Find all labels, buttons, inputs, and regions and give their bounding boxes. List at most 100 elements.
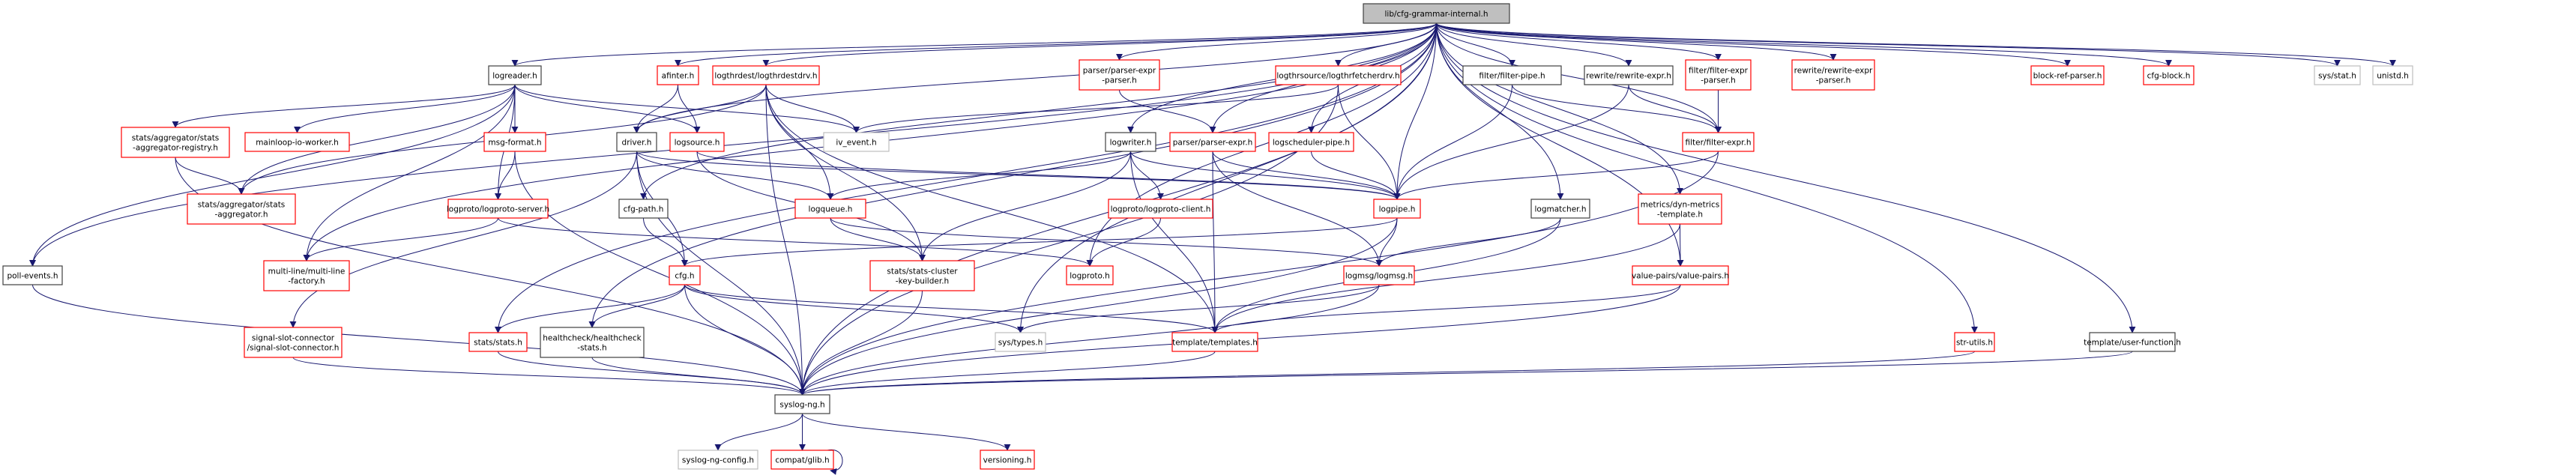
edge-logreader-to-mainloopioworker: [294, 84, 516, 133]
node-logschedulerpipe[interactable]: logscheduler-pipe.h: [1268, 132, 1354, 152]
node-sysstat[interactable]: sys/stat.h: [2314, 65, 2361, 85]
node-root[interactable]: lib/cfg-grammar-internal.h: [1363, 3, 1510, 24]
node-logpipe[interactable]: logpipe.h: [1373, 199, 1421, 219]
node-dynmetrics[interactable]: metrics/dyn-metrics-template.h: [1638, 193, 1722, 225]
edge-dynmetrics-to-valuepairs: [1677, 223, 1684, 267]
edge-dynmetrics-to-templates: [1211, 223, 1680, 333]
node-box: [1791, 59, 1875, 91]
edge-afinter-to-logsource: [678, 84, 701, 133]
node-blockrefparser[interactable]: block-ref-parser.h: [2030, 65, 2105, 85]
edge-cfg-to-healthcheck: [588, 284, 685, 328]
node-label: filter/filter-pipe.h: [1479, 72, 1545, 81]
edge-root-to-logproto: [1086, 22, 1437, 267]
node-pollevents[interactable]: poll-events.h: [2, 265, 63, 285]
edge-root-to-logmatcher: [1436, 22, 1564, 200]
node-signalslot[interactable]: signal-slot-connector/signal-slot-connec…: [244, 327, 343, 358]
node-logproto[interactable]: logproto.h: [1066, 265, 1114, 285]
node-box: [1108, 199, 1213, 219]
node-box: [1682, 132, 1755, 152]
node-ivevent[interactable]: iv_event.h: [823, 132, 890, 152]
node-label: compat/glib.h: [775, 456, 829, 465]
node-box: [1169, 132, 1256, 152]
node-valuepairs[interactable]: value-pairs/value-pairs.h: [1632, 265, 1729, 285]
node-systypes[interactable]: sys/types.h: [995, 332, 1046, 352]
node-label: block-ref-parser.h: [2033, 72, 2102, 81]
edge-logwriter-to-logpipe: [1130, 151, 1401, 200]
node-filterexprparser[interactable]: filter/filter-expr-parser.h: [1685, 59, 1752, 91]
node-filterexpr[interactable]: filter/filter-expr.h: [1682, 132, 1755, 152]
node-box: [770, 450, 834, 470]
edge-root-to-logreader: [511, 22, 1437, 67]
node-templates[interactable]: template/templates.h: [1171, 332, 1258, 352]
node-logwriter[interactable]: logwriter.h: [1105, 132, 1156, 152]
node-label: stats/aggregator/stats: [198, 201, 286, 210]
edge-logqueue-to-logmsg: [830, 217, 1383, 267]
node-rewriteexpr[interactable]: rewrite/rewrite-expr.h: [1584, 65, 1674, 85]
node-syslogngconfig[interactable]: syslog-ng-config.h: [678, 450, 758, 470]
node-afinter[interactable]: afinter.h: [657, 65, 699, 85]
edge-logsource-to-logpipe: [696, 151, 1401, 200]
node-label: value-pairs/value-pairs.h: [1632, 272, 1729, 281]
node-cfgblock[interactable]: cfg-block.h: [2143, 65, 2195, 85]
node-logmatcher[interactable]: logmatcher.h: [1530, 199, 1590, 219]
node-label: logsource.h: [675, 139, 720, 148]
node-logprotoclient[interactable]: logproto/logproto-client.h: [1108, 199, 1213, 219]
edge-driver-to-signalslot: [289, 151, 637, 328]
node-label: metrics/dyn-metrics: [1641, 201, 1719, 210]
edge-root-to-afinter: [675, 22, 1437, 67]
node-logmsg[interactable]: logmsg/logmsg.h: [1343, 265, 1415, 285]
edge-userfunction-to-syslogng: [799, 351, 2133, 396]
node-statsaggregator[interactable]: stats/aggregator/stats-aggregator.h: [187, 193, 296, 225]
edge-logreader-to-ivevent: [514, 84, 860, 133]
node-cfg[interactable]: cfg.h: [669, 265, 701, 285]
node-logreader[interactable]: logreader.h: [488, 65, 542, 85]
node-msgformat[interactable]: msg-format.h: [483, 132, 546, 152]
node-healthcheck[interactable]: healthcheck/healthcheck-stats.h: [540, 327, 645, 358]
node-syslogng[interactable]: syslog-ng.h: [774, 394, 830, 414]
node-multilinefactory[interactable]: multi-line/multi-line-factory.h: [263, 260, 350, 291]
node-label: cfg.h: [675, 272, 694, 281]
node-box: [1638, 193, 1722, 225]
node-label: logwriter.h: [1110, 139, 1152, 148]
node-box: [657, 65, 699, 85]
node-box: [678, 450, 758, 470]
node-logprotoserver[interactable]: logproto/logproto-server.h: [447, 199, 549, 219]
node-logthrfetcherdrv[interactable]: logthrsource/logthrfetcherdrv.h: [1275, 65, 1402, 85]
node-box: [1462, 65, 1562, 85]
node-label: -parser.h: [1816, 76, 1850, 85]
node-label: logmatcher.h: [1534, 205, 1586, 214]
node-label: -aggregator-registry.h: [133, 144, 218, 153]
edge-logschedulerpipe-to-logpipe: [1311, 151, 1401, 200]
node-mainloopioworker[interactable]: mainloop-io-worker.h: [244, 132, 350, 152]
node-driver[interactable]: driver.h: [616, 132, 657, 152]
edge-root-to-systypes: [1017, 22, 1437, 333]
node-parserexpr[interactable]: parser/parser-expr.h: [1169, 132, 1256, 152]
node-strutils[interactable]: str-utils.h: [1954, 332, 1995, 352]
node-cfgpath[interactable]: cfg-path.h: [618, 199, 669, 219]
node-logqueue[interactable]: logqueue.h: [794, 199, 866, 219]
node-filterpipe[interactable]: filter/filter-pipe.h: [1462, 65, 1562, 85]
node-box: [1275, 65, 1402, 85]
node-label: healthcheck/healthcheck: [543, 334, 642, 343]
node-versioning[interactable]: versioning.h: [980, 450, 1035, 470]
node-unistd[interactable]: unistd.h: [2372, 65, 2413, 85]
edge-logreader-to-multilinefactory: [303, 84, 516, 261]
node-statsstats[interactable]: stats/stats.h: [468, 332, 528, 352]
node-compatglib[interactable]: compat/glib.h: [770, 450, 834, 470]
node-parserexprparser[interactable]: parser/parser-expr-parser.h: [1079, 59, 1160, 91]
node-statsclusterkey[interactable]: stats/stats-cluster-key-builder.h: [869, 260, 975, 291]
node-rewriteexprparser[interactable]: rewrite/rewrite-expr-parser.h: [1791, 59, 1875, 91]
node-box: [774, 394, 830, 414]
node-logthrdestdrv[interactable]: logthrdest/logthrdestdrv.h: [712, 65, 820, 85]
edge-driver-to-syslogng: [636, 151, 806, 396]
node-box: [447, 199, 549, 219]
edge-logthrdestdrv-to-ivevent: [765, 84, 860, 133]
node-logsource[interactable]: logsource.h: [669, 132, 725, 152]
node-box: [669, 132, 725, 152]
node-label: logreader.h: [492, 72, 537, 81]
edge-rewriteexpr-to-filterexpr: [1628, 84, 1722, 133]
node-box: [1105, 132, 1156, 152]
node-userfunction[interactable]: template/user-function.h: [2084, 332, 2181, 352]
node-aggregatorregistry[interactable]: stats/aggregator/stats-aggregator-regist…: [121, 127, 230, 158]
node-box: [1343, 265, 1415, 285]
